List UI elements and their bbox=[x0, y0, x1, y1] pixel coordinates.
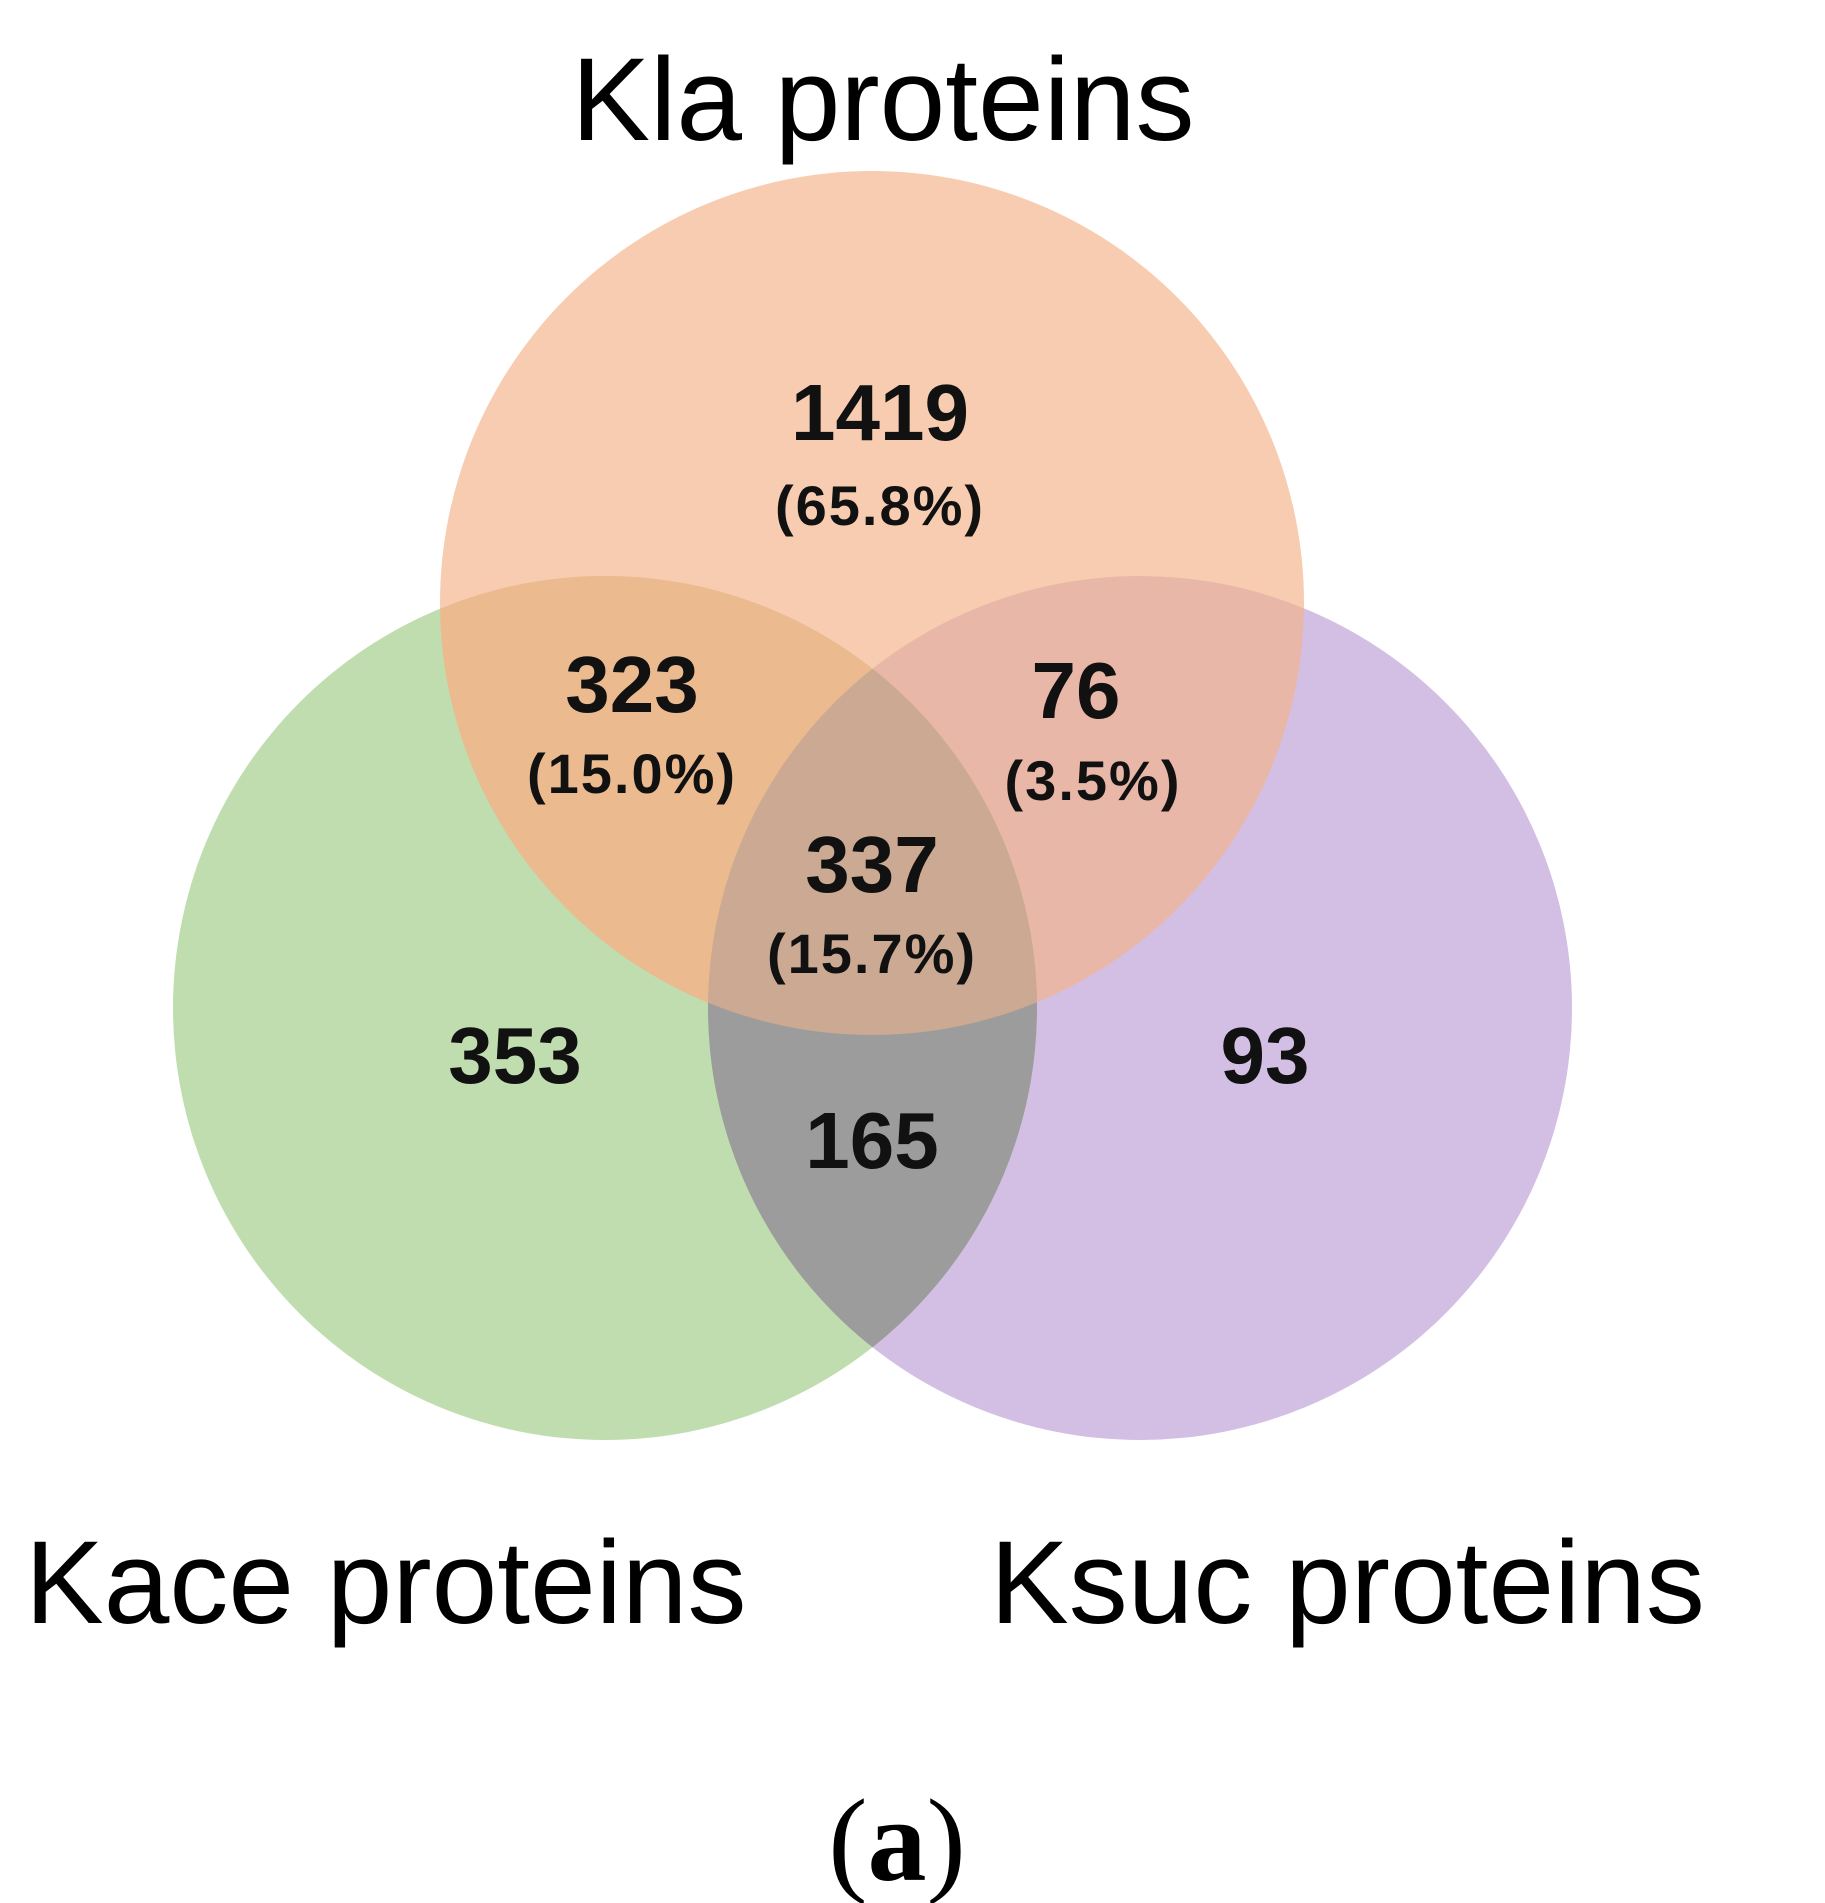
kace-ksuc-count: 165 bbox=[805, 1096, 938, 1185]
kla-ksuc-count: 76 bbox=[1032, 646, 1121, 735]
kace-set-label: Kace proteins bbox=[25, 1517, 747, 1649]
panel-open-paren: ( bbox=[828, 1775, 867, 1903]
ksuc-only-count: 93 bbox=[1221, 1011, 1310, 1100]
panel-label: (a) bbox=[828, 1775, 966, 1903]
panel-close-paren: ) bbox=[927, 1775, 966, 1903]
kla-ksuc-percent: (3.5%) bbox=[1005, 749, 1182, 812]
panel-letter: a bbox=[868, 1775, 927, 1903]
kla-kace-percent: (15.0%) bbox=[527, 742, 737, 805]
kla-only-percent: (65.8%) bbox=[775, 474, 985, 537]
ksuc-set-label: Ksuc proteins bbox=[990, 1517, 1705, 1649]
kla-only-count: 1419 bbox=[791, 368, 969, 457]
kla-kace-count: 323 bbox=[565, 640, 698, 729]
all-three-count: 337 bbox=[805, 820, 938, 909]
kace-only-count: 353 bbox=[448, 1011, 581, 1100]
kla-set-label: Kla proteins bbox=[571, 34, 1194, 166]
all-three-percent: (15.7%) bbox=[767, 922, 977, 985]
